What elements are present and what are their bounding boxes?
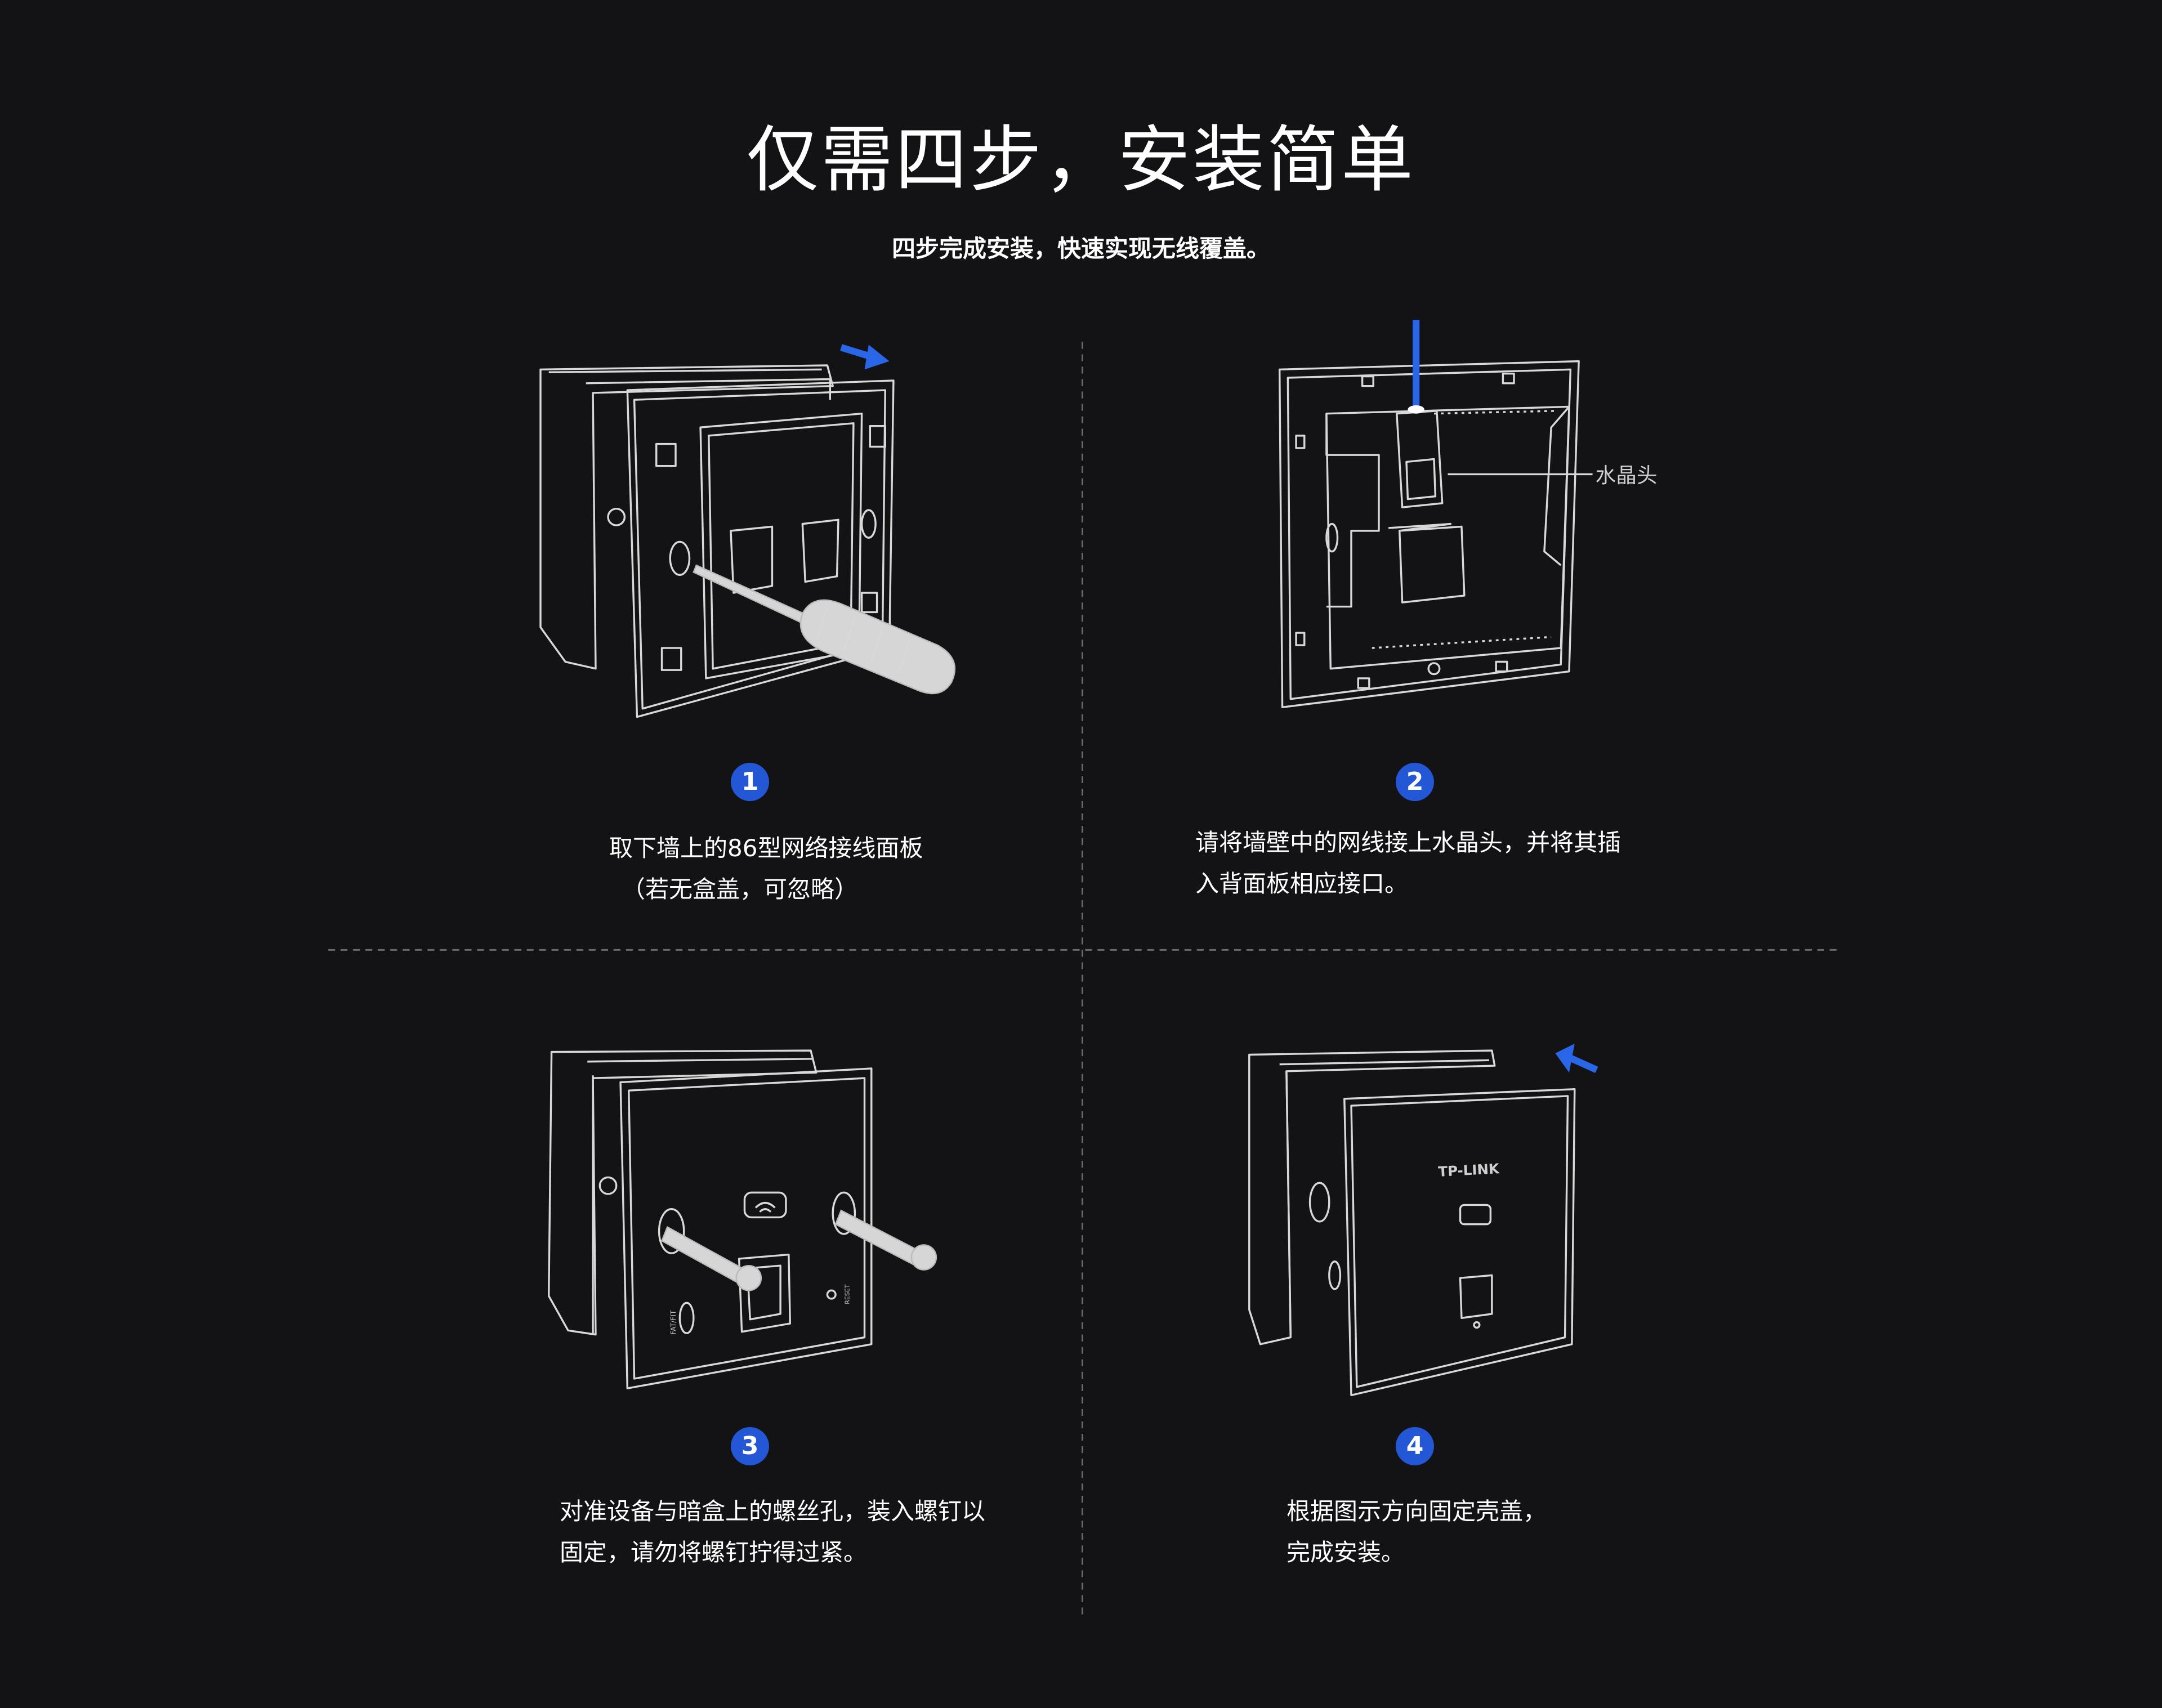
fat-fit-label: FAT/FIT (669, 1310, 677, 1335)
page-subtitle: 四步完成安装，快速实现无线覆盖。 (891, 235, 1270, 262)
step-4-text: 根据图示方向固定壳盖， 完成安装。 (1287, 1491, 1547, 1573)
step-3-badge: 3 (731, 1427, 769, 1465)
step-3-line-1: 对准设备与暗盒上的螺丝孔，装入螺钉以 (560, 1497, 986, 1525)
step-3-text: 对准设备与暗盒上的螺丝孔，装入螺钉以 固定，请勿将螺钉拧得过紧。 (560, 1491, 985, 1573)
step-3-line-2: 固定，请勿将螺钉拧得过紧。 (560, 1539, 868, 1566)
step-4-badge: 4 (1396, 1427, 1434, 1465)
step-4-line-1: 根据图示方向固定壳盖， (1287, 1497, 1547, 1525)
arrow-right-icon (840, 344, 890, 370)
callout-label: 水晶头 (1595, 463, 1657, 488)
step4-illustration: TP-LINK (1248, 1043, 1598, 1397)
step3-illustration: FAT/FIT RESET (547, 1049, 937, 1389)
step-2-text: 请将墙壁中的网线接上水晶头，并将其插 入背面板相应接口。 (1195, 822, 1621, 904)
step-1-line-2: （若无盒盖，可忽略） (622, 875, 859, 903)
step-1-text: 取下墙上的86型网络接线面板 （若无盒盖，可忽略） (609, 828, 923, 910)
step2-illustration: 水晶头 (1278, 320, 1658, 709)
page-title: 仅需四步，安装简单 (746, 118, 1415, 202)
step-2-line-2: 入背面板相应接口。 (1195, 870, 1409, 897)
step-4-line-2: 完成安装。 (1287, 1539, 1405, 1566)
step-1-line-1: 取下墙上的86型网络接线面板 (609, 834, 923, 862)
step-2-line-1: 请将墙壁中的网线接上水晶头，并将其插 (1195, 829, 1622, 856)
step-2-badge: 2 (1396, 763, 1434, 801)
arrow-left-icon (1555, 1043, 1598, 1074)
step1-illustration (539, 344, 956, 718)
step-1-badge: 1 (731, 763, 769, 801)
brand-logo: TP-LINK (1438, 1160, 1500, 1180)
reset-label: RESET (844, 1284, 851, 1304)
